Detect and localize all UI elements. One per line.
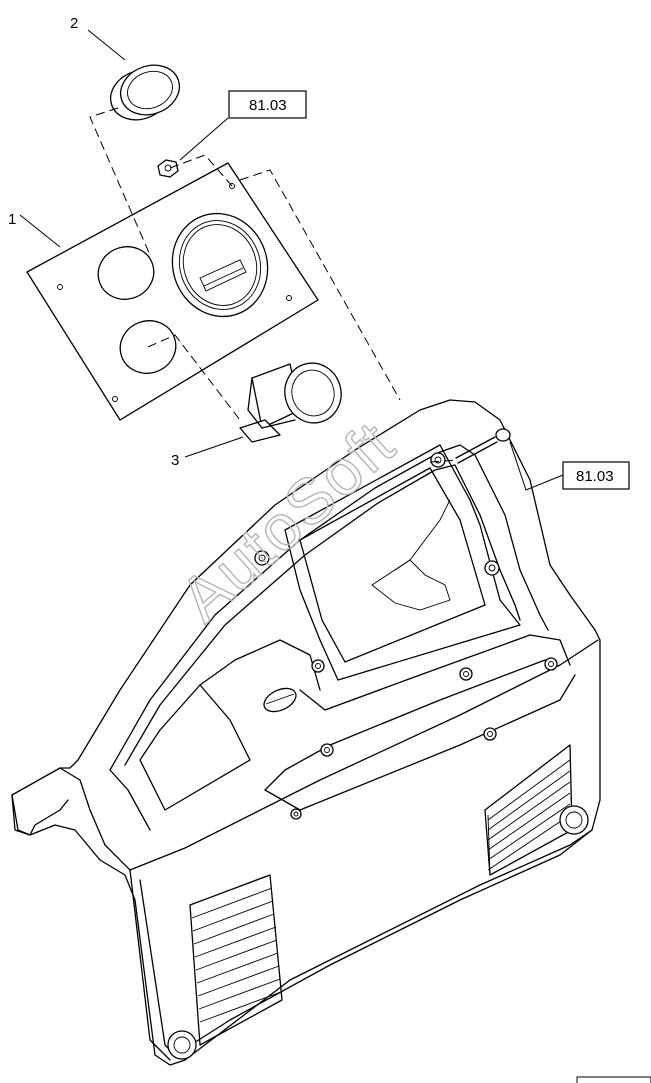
nut-icon <box>157 159 179 178</box>
reference-box-1[interactable]: 81.03 <box>228 90 307 119</box>
reference-box-2[interactable]: 81.03 <box>562 461 630 490</box>
corner-code-box <box>576 1076 651 1083</box>
vent-louvres-left <box>189 874 283 1046</box>
reference-leader-2 <box>509 441 564 491</box>
callout-leader-3 <box>184 436 244 458</box>
callout-leader-1 <box>19 214 61 248</box>
cover-plate <box>26 162 319 421</box>
reference-label-1: 81.03 <box>249 97 287 114</box>
callout-3: 3 <box>171 452 179 469</box>
assembly-lines <box>89 107 459 463</box>
socket-connector <box>239 362 342 443</box>
screw-icon <box>455 428 511 464</box>
reference-label-2: 81.03 <box>576 468 614 485</box>
callout-1: 1 <box>8 211 16 228</box>
cap <box>109 64 181 121</box>
reference-leader-1 <box>179 117 229 161</box>
control-panel-housing <box>11 399 601 1066</box>
callout-2: 2 <box>70 15 78 32</box>
callout-leader-2 <box>87 29 126 61</box>
